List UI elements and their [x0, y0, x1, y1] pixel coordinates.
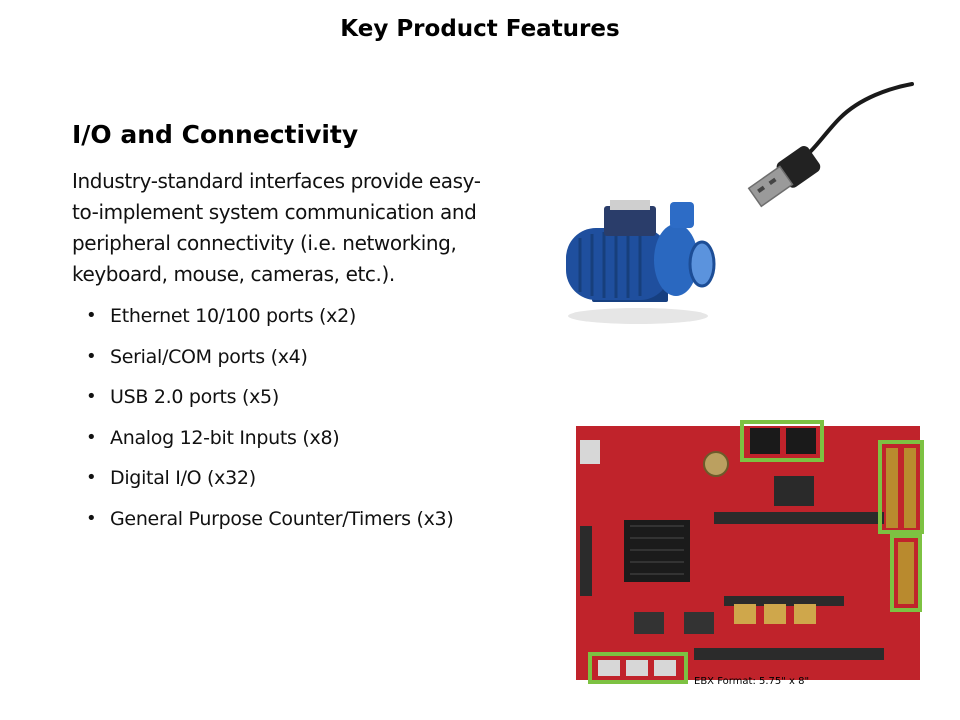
list-item: • Serial/COM ports (x4) [86, 343, 453, 384]
feature-list: • Ethernet 10/100 ports (x2) • Serial/COM … [86, 302, 454, 546]
intro-line: keyboard, mouse, cameras, etc.). [72, 262, 395, 286]
ebx-board-icon [576, 420, 924, 684]
intro-line: Industry-standard interfaces provide eas… [72, 169, 481, 193]
list-item-text: General Purpose Counter/Timers (x3) [110, 507, 454, 530]
bullet-icon: • [86, 345, 97, 367]
intro-line: to-implement system communication and [72, 200, 477, 224]
bullet-icon: • [86, 467, 97, 488]
board-format-caption: EBX Format: 5.75" x 8" [694, 676, 810, 687]
section-heading: I/O and Connectivity [72, 120, 359, 149]
list-item-text: Ethernet 10/100 ports (x2) [110, 305, 357, 327]
bullet-icon: • [86, 386, 97, 407]
bullet-icon: • [86, 426, 97, 448]
slide-title: Key Product Features [340, 16, 620, 42]
list-item-text: Serial/COM ports (x4) [110, 345, 308, 368]
intro-paragraph: Industry-standard interfaces provide eas… [72, 166, 552, 290]
usb-cable-icon [747, 82, 914, 208]
water-pump-icon [566, 200, 716, 324]
list-item: • Analog 12-bit Inputs (x8) [86, 424, 453, 465]
list-item: • General Purpose Counter/Timers (x3) [86, 505, 454, 546]
bullet-icon: • [86, 507, 97, 529]
list-item: • USB 2.0 ports (x5) [86, 383, 453, 424]
list-item-text: Digital I/O (x32) [110, 467, 256, 489]
intro-line: peripheral connectivity (i.e. networking… [72, 231, 457, 255]
list-item-text: USB 2.0 ports (x5) [110, 386, 279, 408]
bullet-icon: • [86, 305, 97, 326]
list-item: • Ethernet 10/100 ports (x2) [86, 302, 453, 343]
list-item: • Digital I/O (x32) [86, 464, 453, 505]
list-item-text: Analog 12-bit Inputs (x8) [110, 426, 340, 449]
